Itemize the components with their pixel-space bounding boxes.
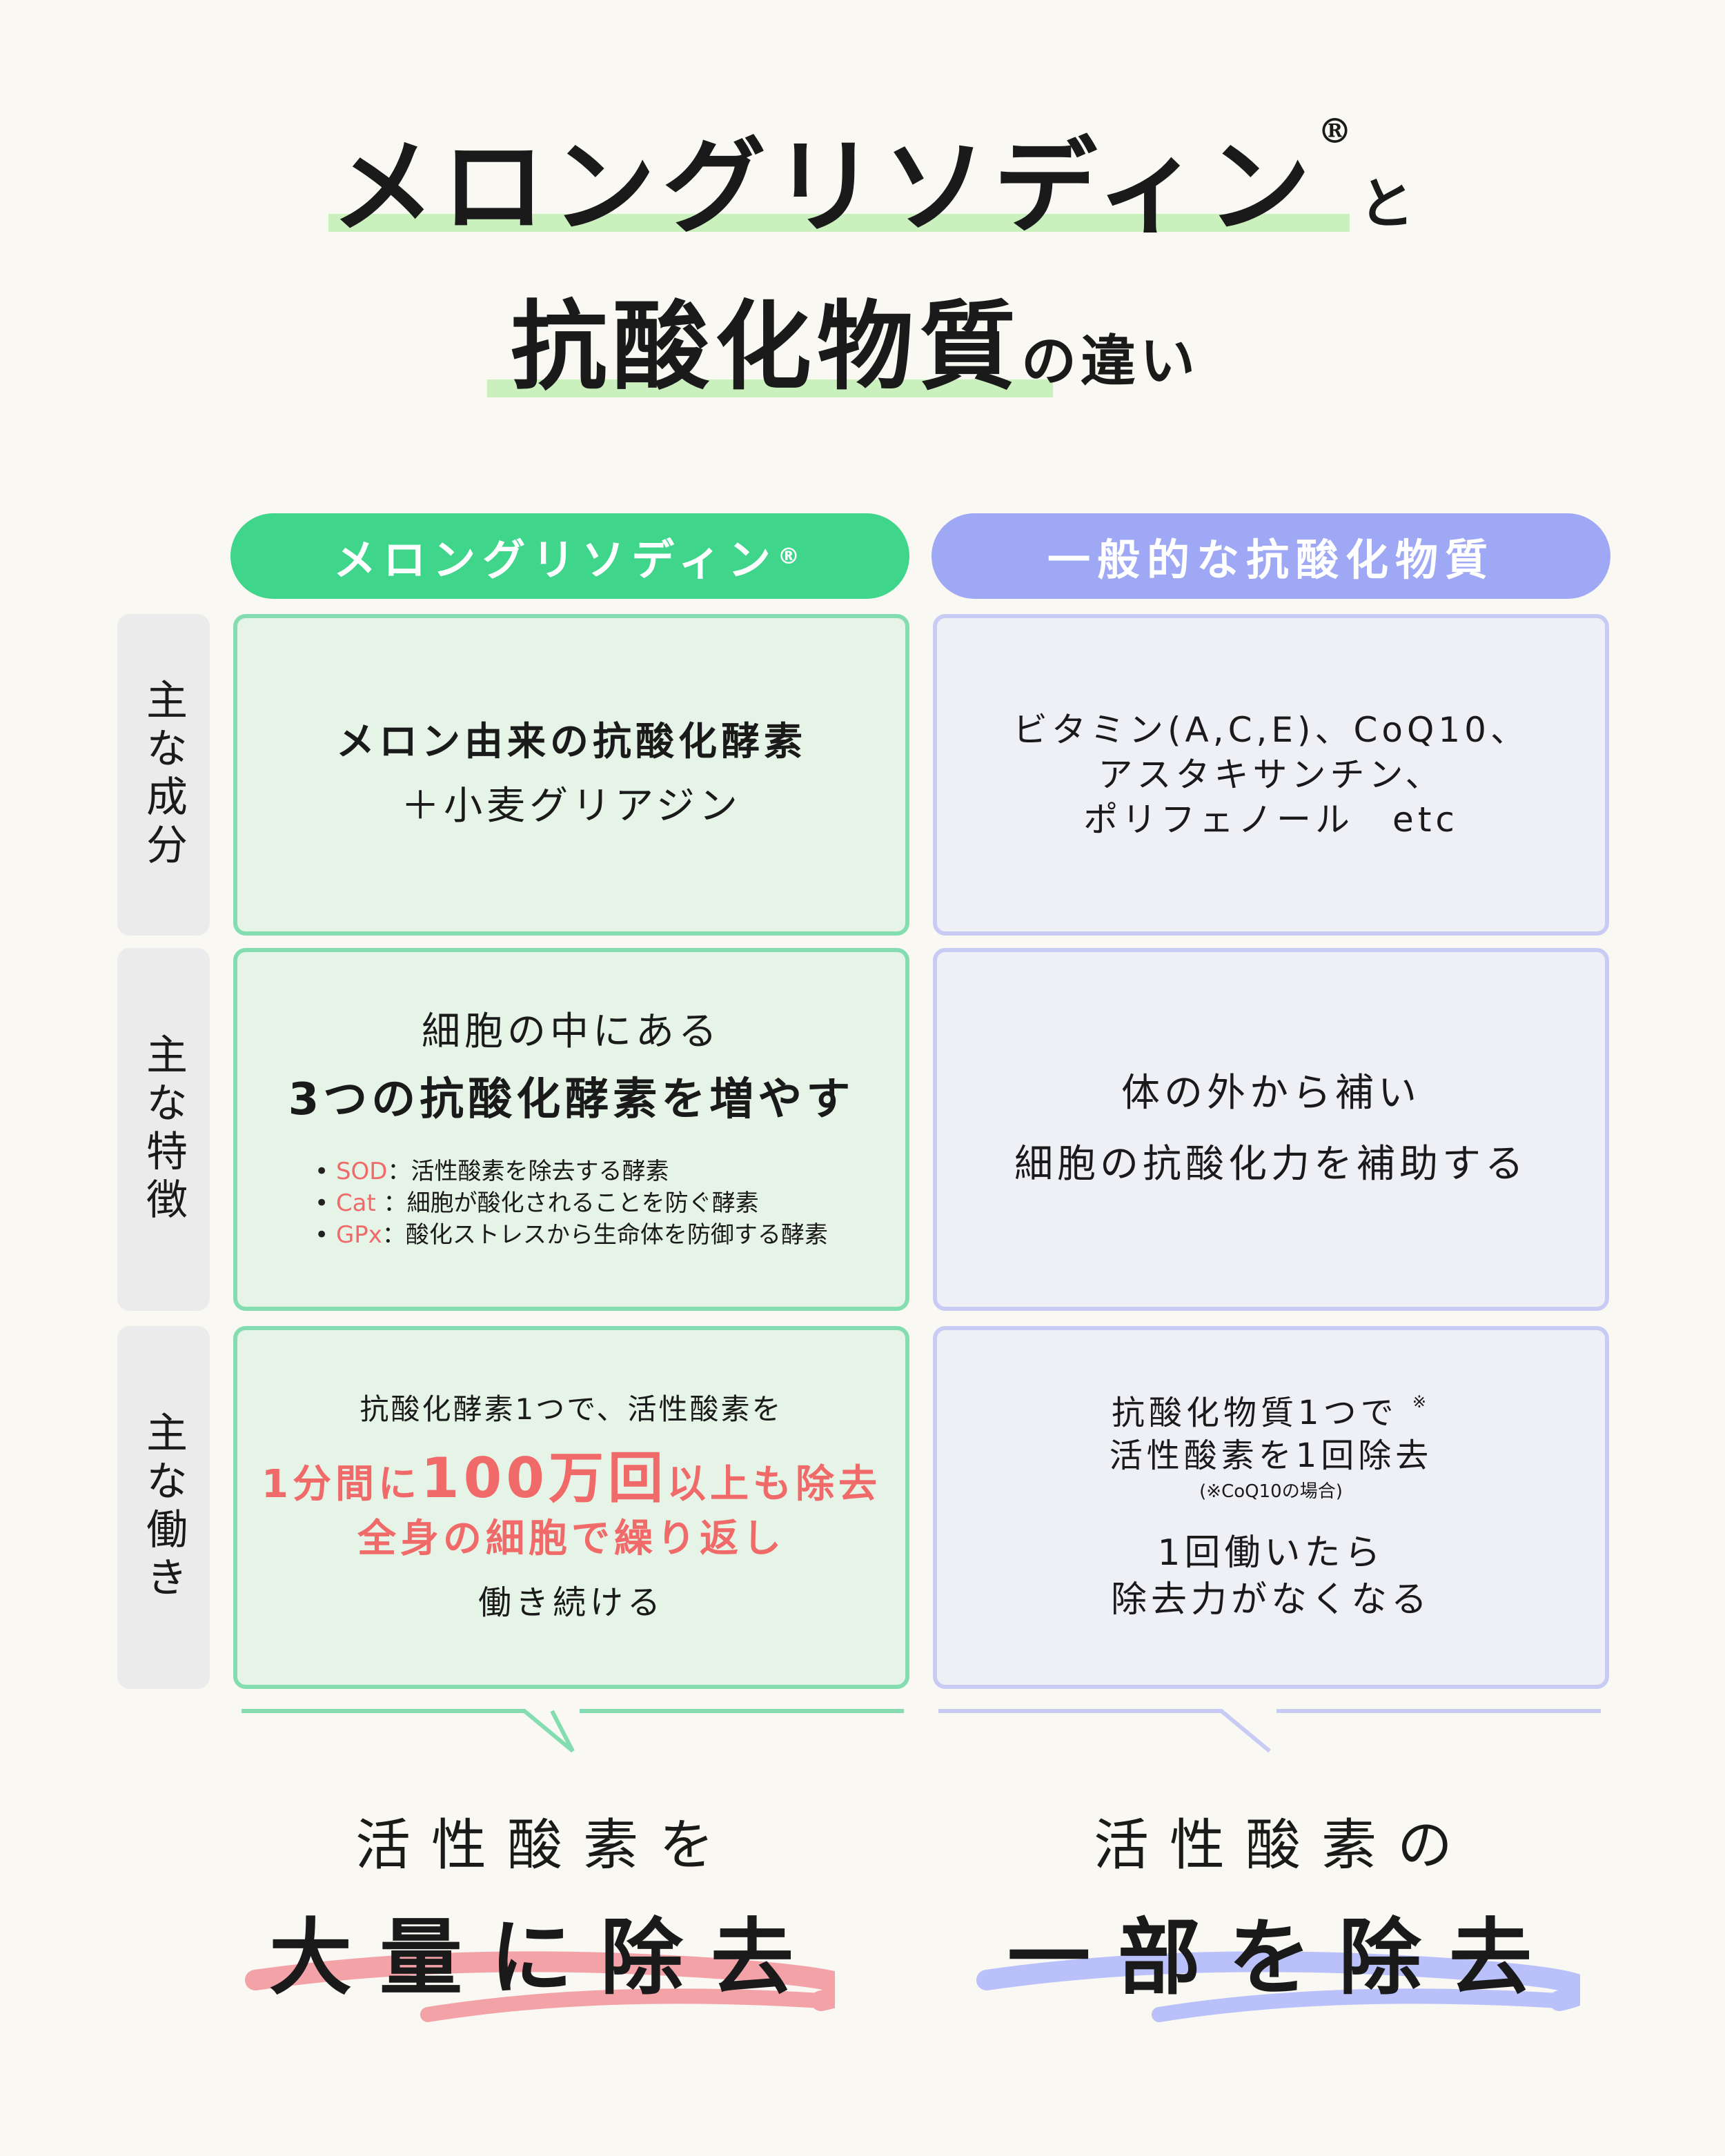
text: 細胞の抗酸化力を補助する (1014, 1142, 1528, 1187)
text: 抗酸化酵素1つで、活性酸素を (359, 1392, 783, 1427)
note-mark: ※ (1412, 1392, 1430, 1412)
text: 1回働いたら (1157, 1532, 1385, 1574)
enzyme-name: SOD (335, 1158, 388, 1186)
cell-general-function: 抗酸化物質1つで ※ 活性酸素を1回除去 (※CoQ10の場合) 1回働いたら … (933, 1326, 1609, 1689)
enzyme-desc: ：細胞が酸化されることを防ぐ酵素 (375, 1189, 759, 1218)
text: 細胞の中にある (422, 1009, 721, 1055)
text: 抗酸化物質1つで ※ (1112, 1392, 1430, 1434)
footnote: (※CoQ10の場合) (1199, 1481, 1343, 1503)
registered-mark: ® (777, 543, 807, 569)
text: 3つの抗酸化酵素を増やす (288, 1074, 855, 1125)
cell-general-features: 体の外から補い 細胞の抗酸化力を補助する (933, 948, 1609, 1311)
text: 体の外から補い (1121, 1071, 1421, 1116)
list-item: SOD：活性酸素を除去する酵素 (315, 1156, 828, 1188)
cell-general-ingredients: ビタミン(A,C,E)、CoQ10、 アスタキサンチン、 ポリフェノール etc (933, 614, 1609, 936)
cell-melon-features: 細胞の中にある 3つの抗酸化酵素を増やす SOD：活性酸素を除去する酵素 Cat… (233, 948, 909, 1311)
title-suffix: の違い (1021, 328, 1200, 393)
pointer-right (938, 1709, 1271, 1753)
enzyme-name: GPx (335, 1220, 382, 1249)
emphasis-count: 100万回 (420, 1445, 667, 1510)
list-item: GPx：酸化ストレスから生命体を防御する酵素 (315, 1220, 828, 1252)
text: 以上も除去 (667, 1461, 881, 1507)
column-header-label: 一般的な抗酸化物質 (1047, 535, 1495, 585)
list-item: Cat ：細胞が酸化されることを防ぐ酵素 (315, 1188, 828, 1220)
column-header-label: メロングリソディン (333, 535, 778, 585)
row-label-function: 主な働き (117, 1326, 210, 1689)
conclusion-left-line1: 活性酸素を (355, 1813, 735, 1877)
text: メロン由来の抗酸化酵素 (336, 720, 807, 765)
text: ビタミン(A,C,E)、CoQ10、 (1013, 709, 1529, 750)
highlight-line: 1分間に100万回以上も除去 (262, 1443, 881, 1514)
speech-pointers (241, 1709, 1601, 1753)
text: 除去力がなくなる (1110, 1579, 1431, 1621)
title-line-1: メロングリソディン®と (331, 103, 1414, 253)
conclusion-right-line2: 一部を除去 (1007, 1909, 1559, 2006)
enzyme-desc: ：酸化ストレスから生命体を防御する酵素 (382, 1220, 828, 1249)
title-highlight-1 (328, 214, 1350, 232)
pointer-left (241, 1709, 575, 1753)
column-header-melon: メロングリソディン® (230, 513, 909, 599)
row-label-features: 主な特徴 (117, 948, 210, 1311)
title-product: メロングリソディン (331, 126, 1318, 248)
cell-melon-function: 抗酸化酵素1つで、活性酸素を 1分間に100万回以上も除去 全身の細胞で繰り返し… (233, 1326, 909, 1689)
text: 働き続ける (477, 1583, 664, 1622)
enzyme-name: Cat (335, 1189, 376, 1218)
conclusion-left-line2: 大量に除去 (269, 1909, 821, 2006)
conclusion-right-line1: 活性酸素の (1094, 1813, 1473, 1877)
text: 1分間に (262, 1461, 421, 1507)
blue-brush-underline (976, 1951, 1580, 2022)
enzyme-list: SOD：活性酸素を除去する酵素 Cat ：細胞が酸化されることを防ぐ酵素 GPx… (315, 1156, 828, 1252)
row-label-ingredients: 主な成分 (117, 614, 210, 936)
title-connector: と (1359, 171, 1414, 236)
text: 全身の細胞で繰り返し (357, 1516, 785, 1561)
text: ポリフェノール etc (1083, 799, 1459, 840)
text: 活性酸素を1回除去 (1109, 1436, 1433, 1475)
text: 抗酸化物質1つで (1112, 1393, 1398, 1432)
registered-mark: ® (1317, 110, 1359, 151)
title-line-2: 抗酸化物質の違い (511, 269, 1199, 408)
column-header-general: 一般的な抗酸化物質 (931, 513, 1610, 599)
cell-melon-ingredients: メロン由来の抗酸化酵素 ＋小麦グリアジン (233, 614, 909, 936)
text: アスタキサンチン、 (1098, 754, 1444, 795)
title-highlight-2 (487, 379, 1053, 397)
pink-brush-underline (245, 1951, 835, 2022)
enzyme-desc: ：活性酸素を除去する酵素 (387, 1158, 669, 1186)
title-antioxidant: 抗酸化物質 (511, 290, 1022, 404)
text: ＋小麦グリアジン (401, 784, 742, 829)
